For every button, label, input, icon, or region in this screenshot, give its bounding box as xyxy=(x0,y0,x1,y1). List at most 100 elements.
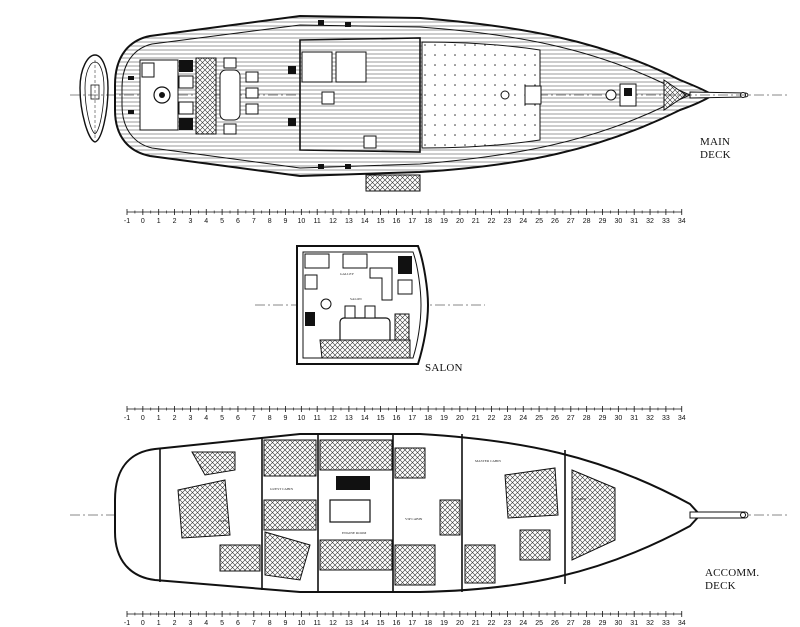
scale-tick-label: 30 xyxy=(614,218,622,225)
scale-tick-label: 27 xyxy=(567,415,575,422)
main-deck-plan xyxy=(70,14,790,192)
scale-tick-label: 0 xyxy=(141,620,145,627)
scale-tick-label: 3 xyxy=(188,415,192,422)
salon-room-label: SALON xyxy=(350,297,362,301)
scale-tick-label: 19 xyxy=(440,218,448,225)
scale-tick-label: 8 xyxy=(268,218,272,225)
vip-cabin-label: VIP CABIN xyxy=(405,517,423,521)
scale-tick-label: 5 xyxy=(220,218,224,225)
scale-tick-label: 18 xyxy=(424,415,432,422)
scale-tick-label: 33 xyxy=(662,218,670,225)
scale-tick-label: 27 xyxy=(567,218,575,225)
scale-tick-label: 32 xyxy=(646,218,654,225)
scale-tick-label: 30 xyxy=(614,415,622,422)
scale-tick-label: 10 xyxy=(297,218,305,225)
master-cabin-label: MASTER CABIN xyxy=(475,459,501,463)
scale-tick-label: 28 xyxy=(583,620,591,627)
scale-tick-label: 20 xyxy=(456,620,464,627)
scale-tick-label: 10 xyxy=(297,415,305,422)
scale-tick-label: 25 xyxy=(535,218,543,225)
scale-tick-label: 17 xyxy=(408,620,416,627)
scale-tick-label: 13 xyxy=(345,218,353,225)
galley-label: GALLEY xyxy=(340,272,354,276)
scale-tick-label: 30 xyxy=(614,620,622,627)
scale-tick-label: 18 xyxy=(424,620,432,627)
scale-tick-label: 16 xyxy=(393,218,401,225)
scale-tick-label: 15 xyxy=(377,620,385,627)
tender-dinghy xyxy=(79,54,109,143)
salon-label: SALON xyxy=(425,362,463,374)
scale-tick-label: 26 xyxy=(551,620,559,627)
scale-tick-label: 29 xyxy=(599,218,607,225)
scale-tick-label: 34 xyxy=(678,415,686,422)
scale-tick-label: 1 xyxy=(157,218,161,225)
guest-cabin-label: GUEST CABIN xyxy=(270,487,293,491)
scale-tick-label: 33 xyxy=(662,415,670,422)
scale-tick-label: 34 xyxy=(678,218,686,225)
scale-tick-label: 2 xyxy=(173,218,177,225)
scale-tick-label: 18 xyxy=(424,218,432,225)
scale-tick-label: 1 xyxy=(157,620,161,627)
scale-tick-label: 31 xyxy=(630,218,638,225)
scale-tick-label: 21 xyxy=(472,415,480,422)
scale-tick-label: 21 xyxy=(472,620,480,627)
scale-tick-label: 12 xyxy=(329,415,337,422)
scale-tick-label: 25 xyxy=(535,620,543,627)
scale-tick-label: 28 xyxy=(583,415,591,422)
scale-tick-label: 27 xyxy=(567,620,575,627)
scale-tick-label: 7 xyxy=(252,218,256,225)
scale-tick-label: 13 xyxy=(345,415,353,422)
scale-tick-label: 22 xyxy=(488,415,496,422)
scale-tick-label: 15 xyxy=(377,415,385,422)
main-deck-label: MAIN DECK xyxy=(700,136,731,161)
scale-tick-label: 0 xyxy=(141,415,145,422)
scale-tick-label: 32 xyxy=(646,415,654,422)
scale-tick-label: 29 xyxy=(599,620,607,627)
scale-tick-label: 17 xyxy=(408,218,416,225)
scale-tick-label: 11 xyxy=(314,620,321,627)
scale-tick-label: 4 xyxy=(204,218,208,225)
scale-tick-label: 9 xyxy=(284,620,288,627)
scale-tick-label: 0 xyxy=(141,218,145,225)
scale-tick-label: 22 xyxy=(488,620,496,627)
scale-tick-label: 31 xyxy=(630,415,638,422)
scale-tick-label: -1 xyxy=(124,415,130,422)
scale-tick-label: 24 xyxy=(519,620,527,627)
scale-tick-label: 23 xyxy=(504,620,512,627)
scale-tick-label: 20 xyxy=(456,415,464,422)
scale-tick-label: 32 xyxy=(646,620,654,627)
scale-tick-label: 26 xyxy=(551,415,559,422)
scale-tick-label: 11 xyxy=(314,415,321,422)
scale-tick-label: 21 xyxy=(472,218,480,225)
scale-tick-label: 16 xyxy=(393,620,401,627)
scale-tick-label: 8 xyxy=(268,415,272,422)
scale-tick-label: 20 xyxy=(456,218,464,225)
scale-tick-label: 6 xyxy=(236,415,240,422)
scale-tick-label: 23 xyxy=(504,415,512,422)
crew-label: CREW xyxy=(218,519,229,523)
scale-tick-label: 14 xyxy=(361,218,369,225)
scale-tick-label: 29 xyxy=(599,415,607,422)
scale-tick-label: 6 xyxy=(236,620,240,627)
scale-tick-label: 14 xyxy=(361,415,369,422)
accommodation-deck-plan: CREW GUEST CABIN ENGINE ROOM MASTER CABI… xyxy=(70,433,790,593)
scale-tick-label: 25 xyxy=(535,415,543,422)
scale-tick-label: 13 xyxy=(345,620,353,627)
scale-tick-label: 17 xyxy=(408,415,416,422)
scale-tick-label: 8 xyxy=(268,620,272,627)
engine-room-label: ENGINE ROOM xyxy=(342,531,367,535)
scale-tick-label: 10 xyxy=(297,620,305,627)
scale-tick-label: 26 xyxy=(551,218,559,225)
salon-plan: GALLEY SALON xyxy=(255,245,485,365)
scale-tick-label: -1 xyxy=(124,218,130,225)
scale-tick-label: 16 xyxy=(393,415,401,422)
scale-tick-label: 1 xyxy=(157,415,161,422)
scale-tick-label: 23 xyxy=(504,218,512,225)
bow-cabin-label: CABIN xyxy=(575,497,586,501)
scale-tick-label: 3 xyxy=(188,620,192,627)
scale-tick-label: 12 xyxy=(329,620,337,627)
scale-tick-label: 5 xyxy=(220,620,224,627)
